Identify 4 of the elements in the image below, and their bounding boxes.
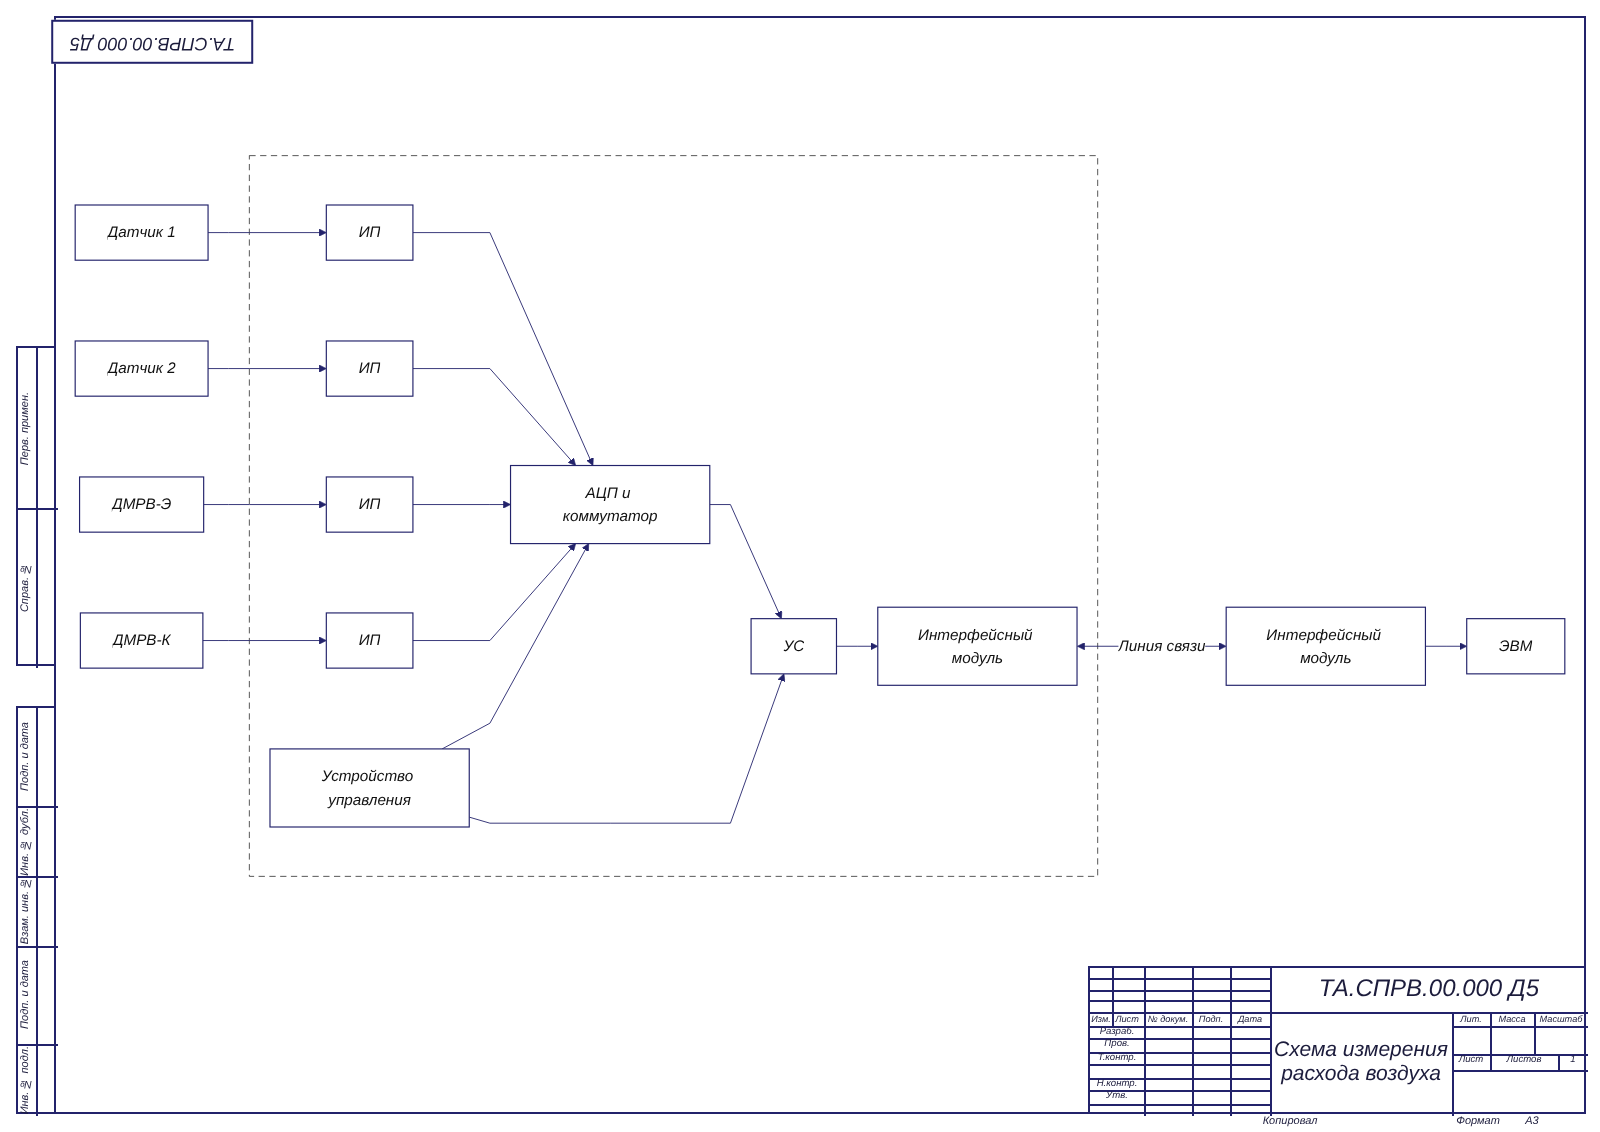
document-code: ТА.СПРВ.00.000 Д5 [51, 19, 253, 63]
document-code: ТА.СПРВ.00.000 Д5 [1318, 976, 1540, 1004]
cluster [248, 155, 1099, 877]
drawing-name: Схема измерения расхода воздуха [1272, 1040, 1450, 1088]
